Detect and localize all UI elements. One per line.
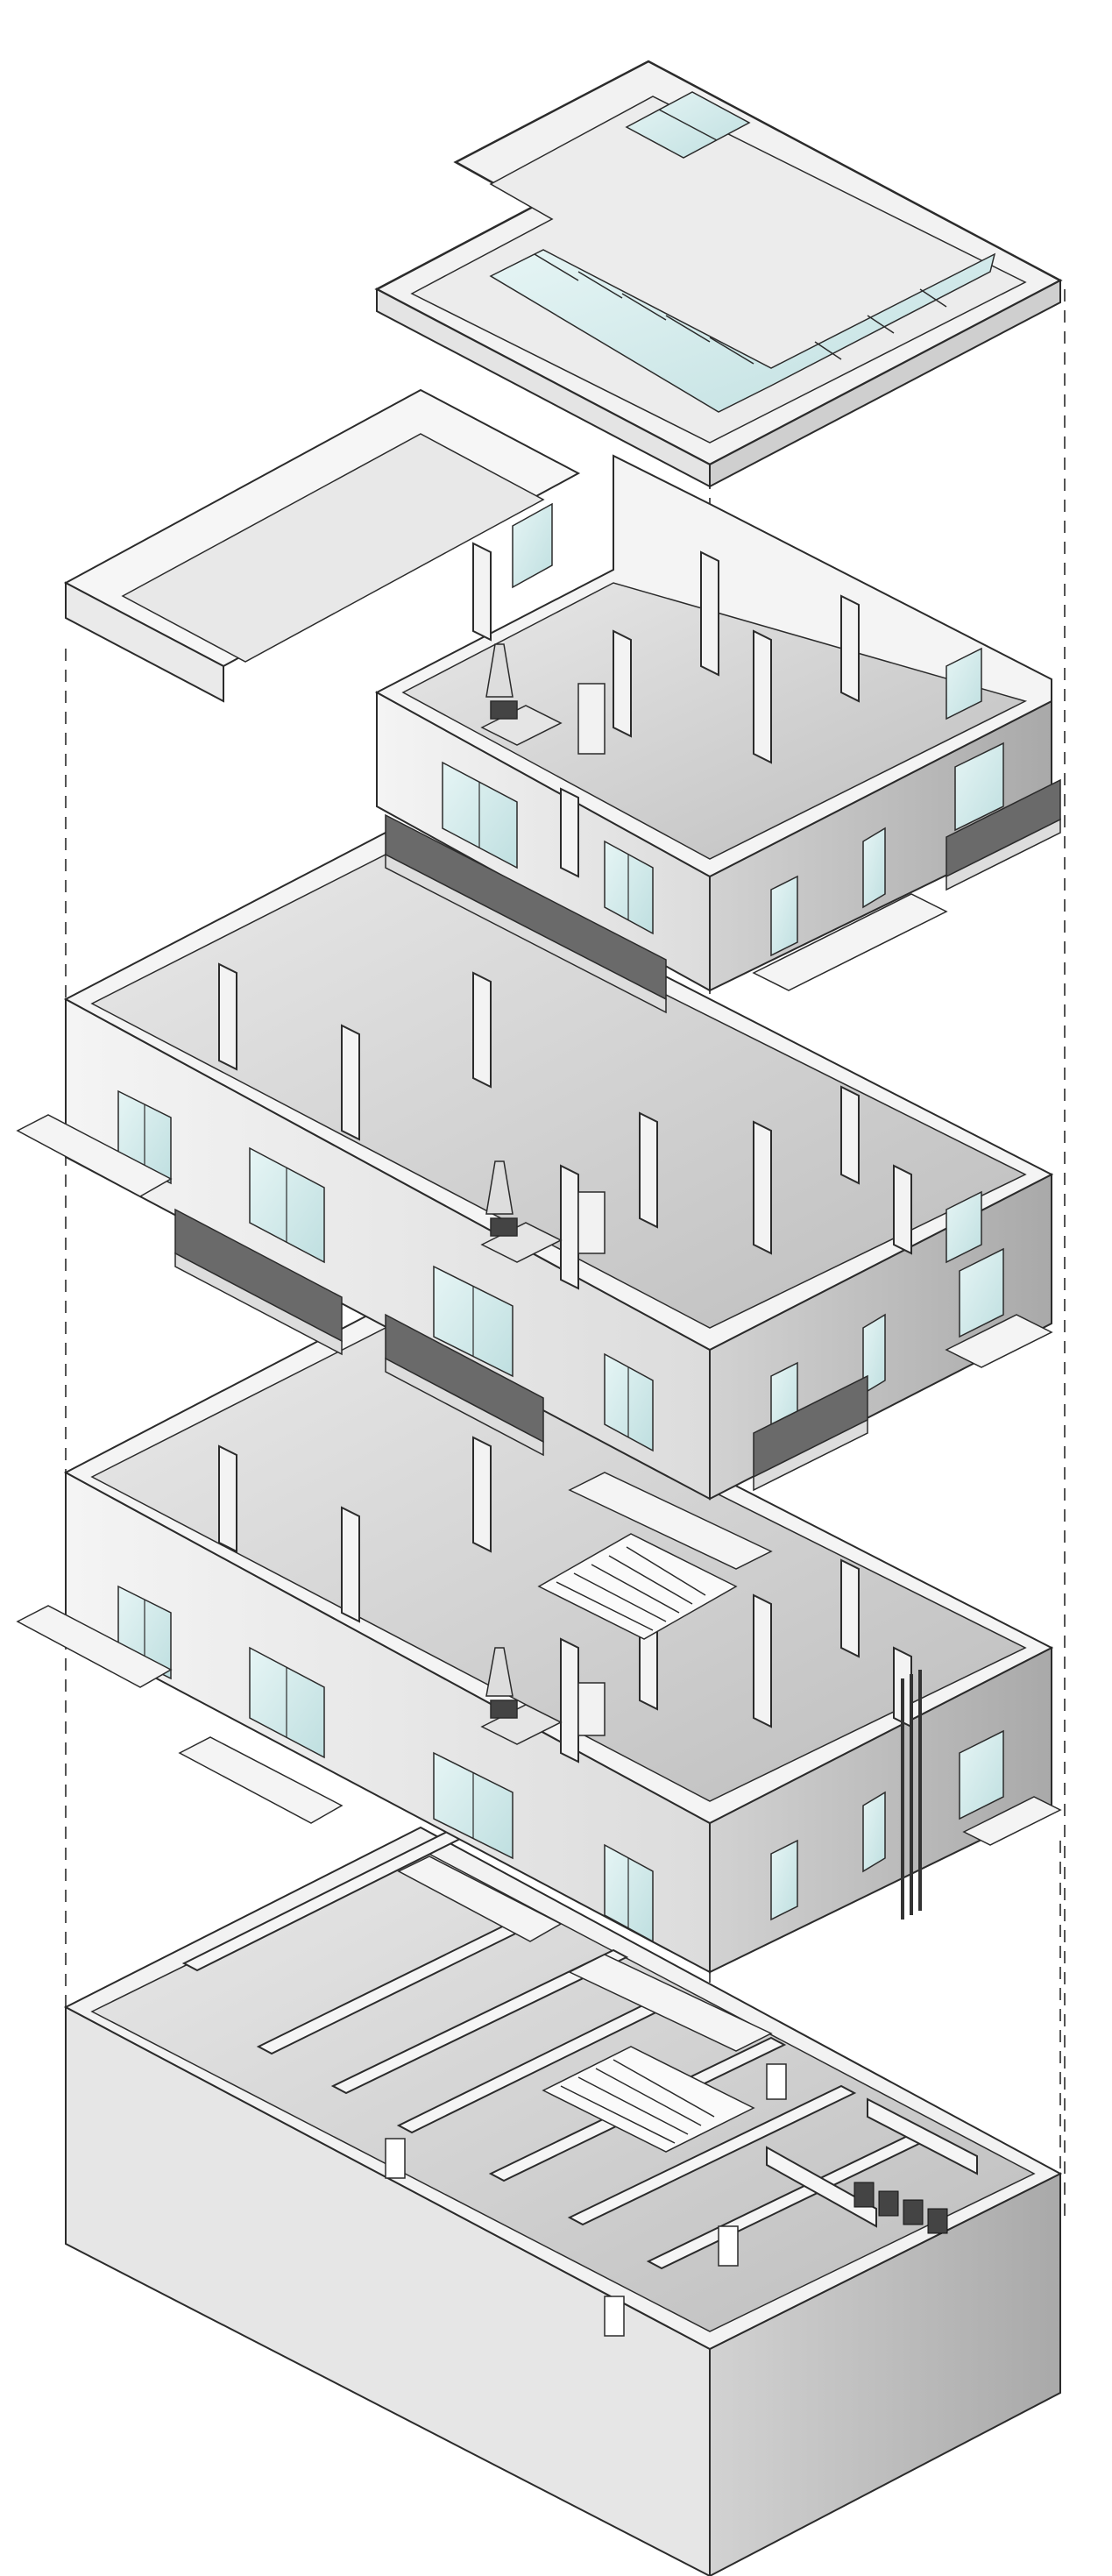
basement-partitions — [181, 1826, 978, 2270]
upper-kitchen — [480, 643, 606, 755]
skylight-strip — [489, 249, 996, 413]
middle-partitions — [218, 962, 912, 1290]
terrace-front — [65, 581, 224, 703]
basement-level — [63, 1826, 1063, 2576]
upper-ledges — [752, 893, 948, 991]
roof-skylights — [489, 91, 996, 413]
terrace-inner — [121, 433, 545, 663]
roof-parapet-inner — [410, 96, 1027, 444]
middle-ledges — [16, 1114, 1053, 1570]
upper-floor-level — [63, 388, 1061, 1014]
middle-balconies — [174, 1208, 868, 1492]
middle-kitchen — [480, 1160, 606, 1263]
basement-doors — [385, 2063, 787, 2337]
ground-steps-and-ledges — [16, 1605, 1062, 2052]
ground-partitions — [218, 1436, 912, 1763]
ground-floor-level — [16, 1304, 1062, 2052]
roof-side-edge — [709, 279, 1061, 488]
middle-floor-level — [16, 831, 1054, 1570]
upper-window-mullions — [478, 782, 629, 920]
ground-kitchen — [480, 1647, 606, 1745]
ground-staircase — [537, 1533, 738, 1640]
middle-window-mullions — [144, 1104, 629, 1437]
upper-partitions — [472, 542, 860, 878]
upper-balconies — [385, 778, 1061, 1014]
upper-floor-slab — [401, 582, 1028, 860]
ground-window-mullions — [144, 1600, 629, 1928]
ground-pipes — [901, 1670, 922, 1920]
boiler-units — [853, 2182, 948, 2234]
basement-staircase — [542, 2046, 755, 2153]
roof-level — [374, 60, 1063, 488]
